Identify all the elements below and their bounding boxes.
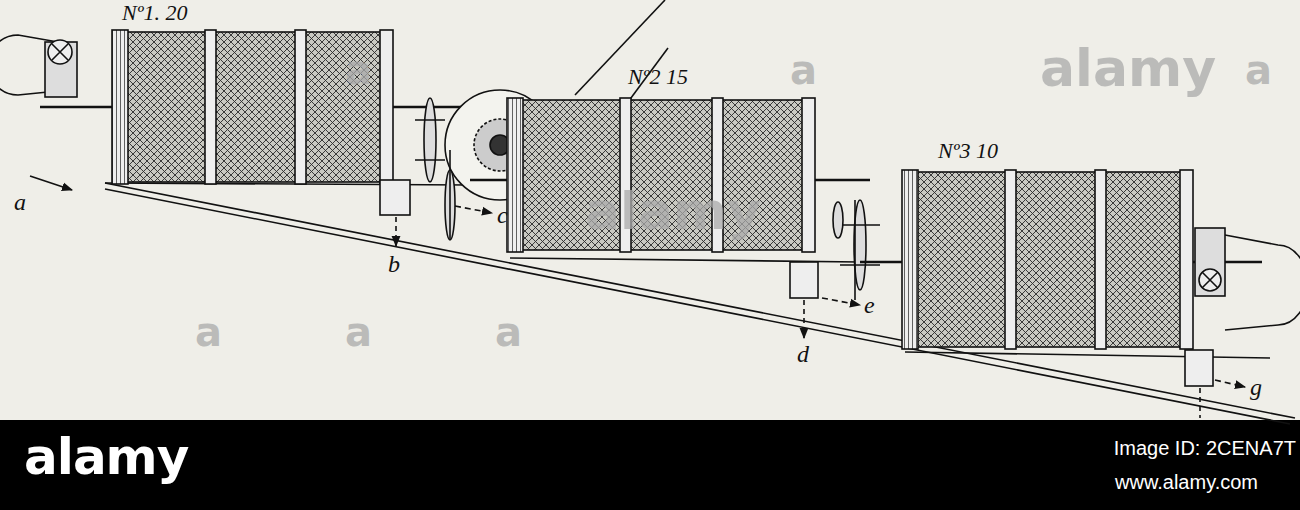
flow-letter: g [1250, 375, 1262, 399]
image-id: Image ID: 2CENA7T [1114, 438, 1296, 458]
footer-band [0, 420, 1300, 510]
brand-logo: alamy [24, 432, 188, 482]
watermark: a [195, 312, 222, 352]
drum-number: Nº3 10 [938, 140, 998, 162]
site-url: www.alamy.com [1115, 472, 1258, 492]
drum-number: Nº1. 20 [122, 2, 188, 24]
flow-letter: c [497, 203, 508, 227]
flow-letter: d [797, 342, 809, 366]
watermark: a [345, 312, 372, 352]
flow-letter: a [14, 190, 26, 214]
watermark: a [345, 50, 372, 90]
watermark: alamy [1040, 42, 1216, 94]
flow-letter: b [388, 252, 400, 276]
watermark: a [790, 50, 817, 90]
drum-number: Nº2 15 [628, 66, 688, 88]
watermark: a [1245, 50, 1272, 90]
watermark: a [495, 312, 522, 352]
watermark: alamy [585, 185, 761, 237]
flow-letter: e [864, 293, 875, 317]
